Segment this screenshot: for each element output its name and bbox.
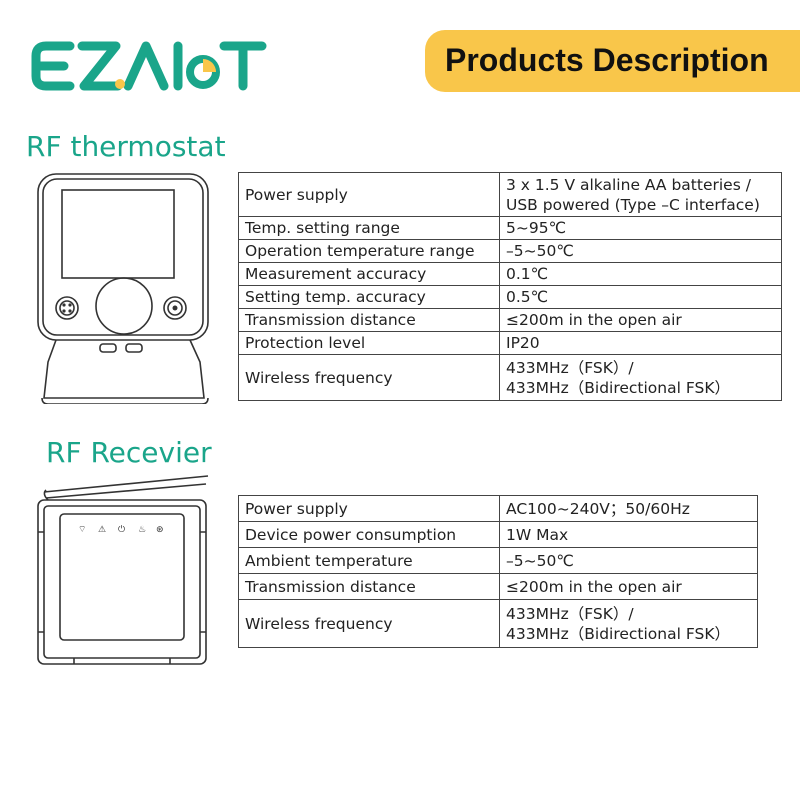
spec-label: Transmission distance [238, 308, 500, 332]
spec-label: Power supply [238, 172, 500, 217]
spec-row: Ambient temperature –5~50℃ [238, 547, 758, 574]
spec-value-line: –5~50℃ [506, 551, 574, 570]
svg-text:⏻: ⏻ [118, 524, 125, 535]
spec-value: AC100~240V；50/60Hz [499, 495, 758, 522]
spec-value: 0.5℃ [499, 285, 782, 309]
spec-value-line: AC100~240V；50/60Hz [506, 499, 690, 518]
svg-text:⚠: ⚠ [98, 525, 106, 535]
spec-value-line: 0.1℃ [506, 265, 549, 283]
spec-row: Power supply AC100~240V；50/60Hz [238, 495, 758, 522]
spec-label: Wireless frequency [238, 354, 500, 401]
receiver-device-image: ⌔ ⚠ ⏻ ♨ ⊛ [37, 475, 209, 665]
spec-value-line: 433MHz（Bidirectional FSK） [506, 624, 730, 643]
banner-title: Products Description [445, 42, 769, 78]
spec-label: Setting temp. accuracy [238, 285, 500, 309]
spec-value-line: 433MHz（Bidirectional FSK） [506, 378, 730, 397]
spec-label: Temp. setting range [238, 216, 500, 240]
svg-text:♨: ♨ [138, 525, 146, 535]
spec-label: Measurement accuracy [238, 262, 500, 286]
spec-value-line: 5~95℃ [506, 219, 566, 237]
spec-label: Power supply [238, 495, 500, 522]
spec-label: Transmission distance [238, 573, 500, 600]
spec-value: 3 x 1.5 V alkaline AA batteries /USB pow… [499, 172, 782, 217]
spec-row: Transmission distance ≤200m in the open a… [238, 573, 758, 600]
spec-row: Device power consumption 1W Max [238, 521, 758, 548]
svg-text:⌔: ⌔ [78, 525, 86, 535]
spec-value-line: ≤200m in the open air [506, 577, 682, 596]
spec-label: Wireless frequency [238, 599, 500, 648]
spec-value: 433MHz（FSK）/433MHz（Bidirectional FSK） [499, 599, 758, 648]
spec-value-line: ≤200m in the open air [506, 311, 682, 329]
spec-value-line: 1W Max [506, 525, 569, 544]
spec-row: Setting temp. accuracy 0.5℃ [238, 285, 782, 309]
spec-label: Device power consumption [238, 521, 500, 548]
spec-row: Protection level IP20 [238, 331, 782, 355]
spec-value-line: 433MHz（FSK）/ [506, 358, 634, 377]
receiver-section-title: RF Recevier [46, 436, 212, 469]
spec-value: 5~95℃ [499, 216, 782, 240]
spec-value-line: USB powered (Type –C interface) [506, 195, 760, 214]
spec-label: Protection level [238, 331, 500, 355]
spec-value: ≤200m in the open air [499, 573, 758, 600]
spec-value: –5~50℃ [499, 239, 782, 263]
spec-value-line: 0.5℃ [506, 288, 549, 306]
spec-value: 1W Max [499, 521, 758, 548]
svg-text:⊛: ⊛ [156, 525, 164, 535]
spec-label: Ambient temperature [238, 547, 500, 574]
spec-row: Measurement accuracy 0.1℃ [238, 262, 782, 286]
spec-row: Transmission distance ≤200m in the open a… [238, 308, 782, 332]
spec-value: 433MHz（FSK）/433MHz（Bidirectional FSK） [499, 354, 782, 401]
spec-label: Operation temperature range [238, 239, 500, 263]
spec-value: ≤200m in the open air [499, 308, 782, 332]
spec-value: IP20 [499, 331, 782, 355]
spec-value-line: 3 x 1.5 V alkaline AA batteries / [506, 175, 751, 194]
spec-value: –5~50℃ [499, 547, 758, 574]
spec-value-line: 433MHz（FSK）/ [506, 604, 634, 623]
spec-value-line: –5~50℃ [506, 242, 574, 260]
thermostat-section-title: RF thermostat [26, 130, 226, 163]
thermostat-device-image [37, 173, 209, 404]
spec-value: 0.1℃ [499, 262, 782, 286]
header-banner: Products Description [425, 30, 800, 92]
brand-logo [31, 41, 267, 91]
spec-row: Operation temperature range –5~50℃ [238, 239, 782, 263]
spec-row: Temp. setting range 5~95℃ [238, 216, 782, 240]
spec-value-line: IP20 [506, 334, 540, 352]
